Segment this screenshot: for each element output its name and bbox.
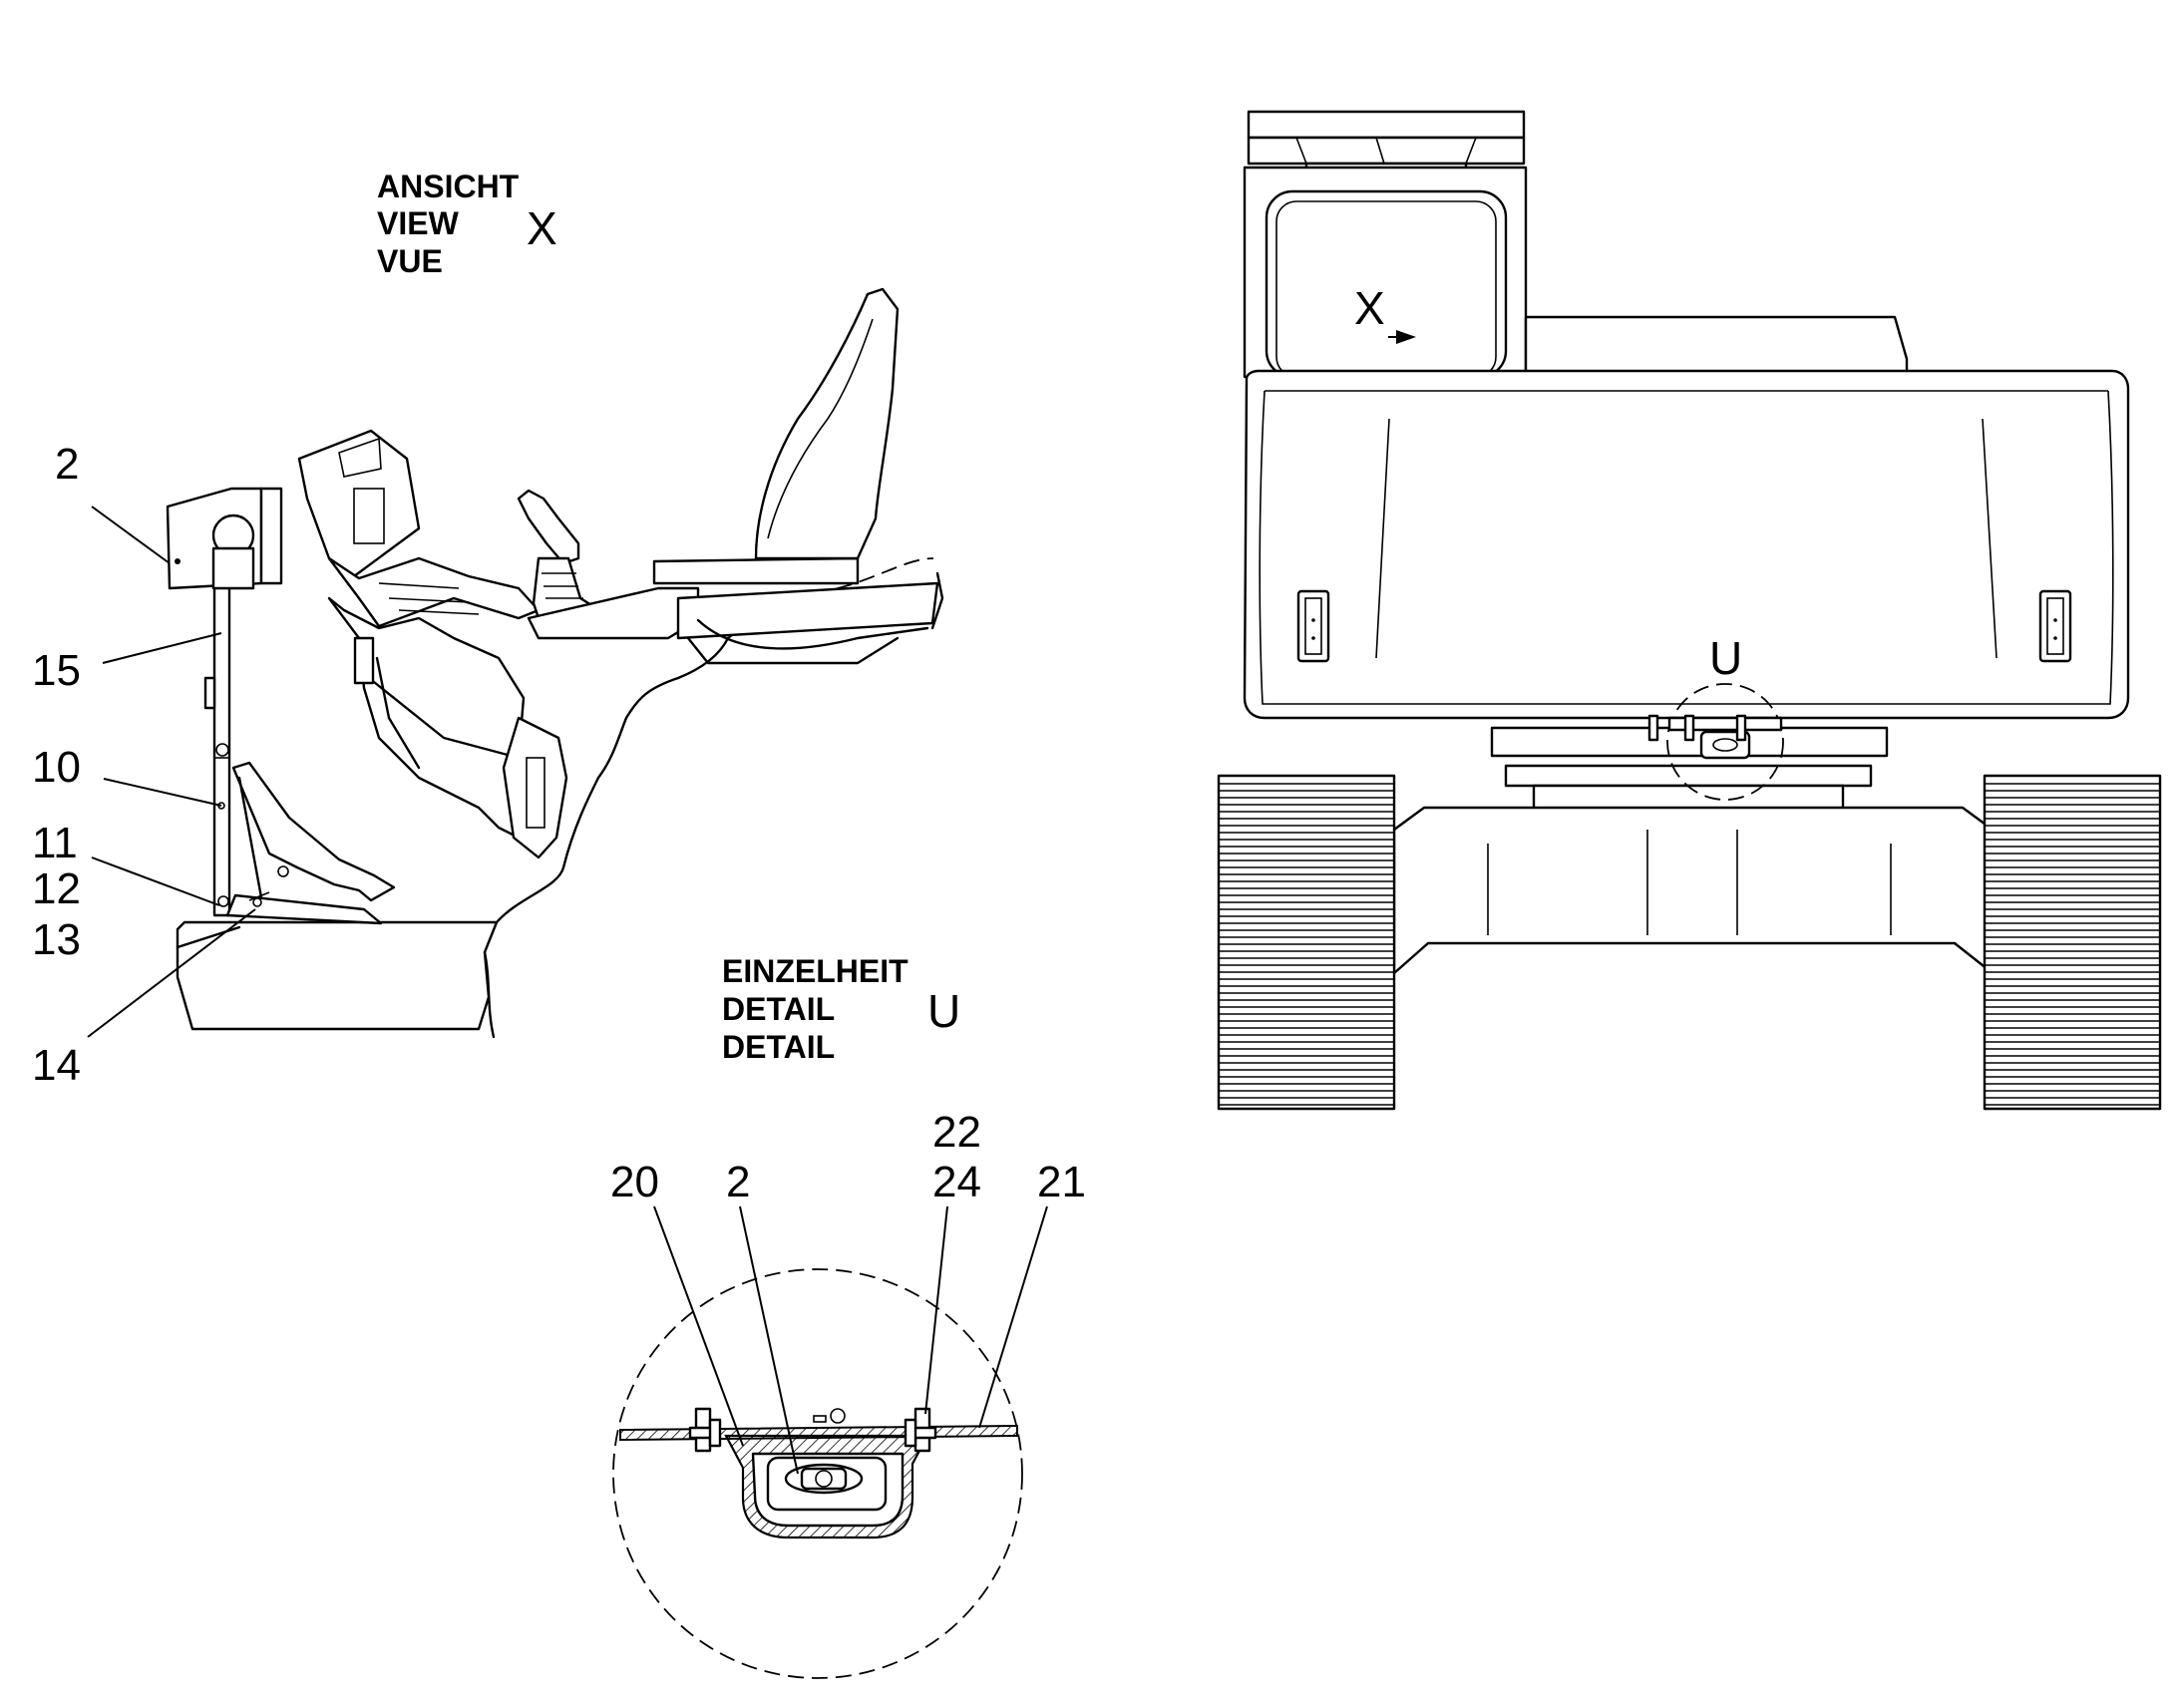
view-arrow-letter: X bbox=[1354, 282, 1385, 334]
caption-vue: VUE bbox=[377, 243, 443, 279]
label-10: 10 bbox=[32, 743, 81, 792]
track-treads bbox=[1219, 783, 2160, 1106]
detail-caption: EINZELHEIT DETAIL DETAIL U bbox=[722, 953, 960, 1065]
caption-ansicht: ANSICHT bbox=[377, 169, 520, 204]
label-2-detail: 2 bbox=[726, 1158, 750, 1206]
label-11: 11 bbox=[32, 819, 78, 867]
caption-detail-1: DETAIL bbox=[722, 991, 835, 1027]
label-15: 15 bbox=[32, 646, 81, 695]
label-21: 21 bbox=[1037, 1158, 1086, 1206]
label-24: 24 bbox=[932, 1158, 981, 1206]
label-14: 14 bbox=[32, 1041, 81, 1090]
detail-labels: 20 2 22 24 21 bbox=[610, 1108, 1086, 1206]
caption-view-letter: X bbox=[527, 202, 557, 254]
caption-einzelheit: EINZELHEIT bbox=[722, 953, 908, 989]
side-view-x bbox=[166, 287, 944, 1039]
label-12: 12 bbox=[32, 864, 81, 913]
side-view-labels: 2 15 10 11 12 13 14 bbox=[32, 440, 81, 1090]
front-view-marks: X U bbox=[1354, 282, 1742, 684]
label-2: 2 bbox=[55, 440, 79, 489]
side-view-leaders bbox=[87, 506, 256, 1038]
caption-detail-letter: U bbox=[927, 985, 960, 1037]
caption-detail-2: DETAIL bbox=[722, 1029, 835, 1065]
view-caption: ANSICHT VIEW VUE X bbox=[377, 169, 557, 279]
label-20: 20 bbox=[610, 1158, 659, 1206]
label-22: 22 bbox=[932, 1108, 981, 1157]
detail-leaders bbox=[653, 1205, 1048, 1475]
caption-view: VIEW bbox=[377, 205, 460, 241]
front-view bbox=[1217, 110, 2162, 1111]
detail-u-marker bbox=[1647, 683, 1784, 801]
detail-u bbox=[612, 1268, 1023, 1679]
detail-circle-letter: U bbox=[1709, 632, 1742, 684]
label-13: 13 bbox=[32, 915, 81, 964]
